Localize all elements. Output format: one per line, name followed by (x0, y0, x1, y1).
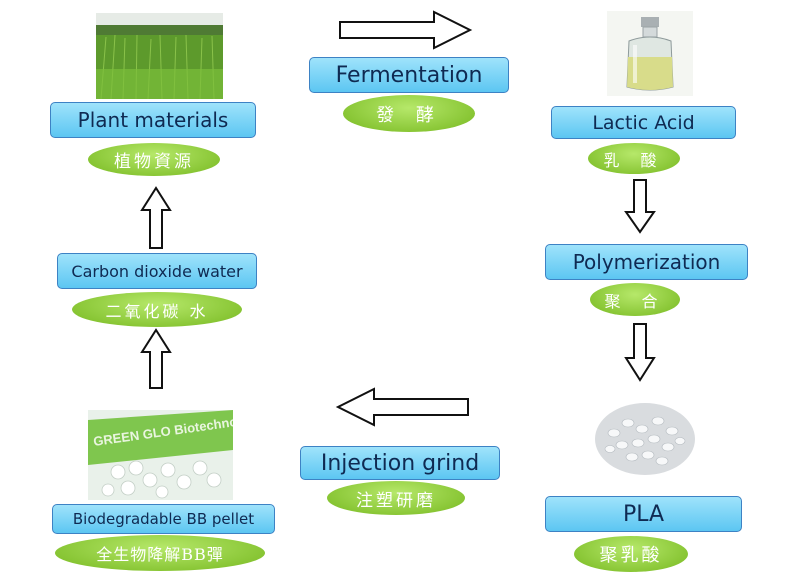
carbon-dioxide-water-label: Carbon dioxide water (57, 253, 257, 289)
plant-materials-chinese: 植物資源 (88, 143, 220, 176)
right-arrow-icon (339, 10, 473, 50)
plant-materials-label: Plant materials (50, 102, 256, 138)
bb-pellet-text: Biodegradable BB pellet (72, 510, 255, 528)
polymerization-text: Polymerization (572, 250, 721, 274)
carbon-dioxide-water-text: Carbon dioxide water (71, 261, 243, 281)
bb-pellet-photo: GREEN GLO Biotechnology (88, 410, 233, 500)
fermentation-label: Fermentation (309, 57, 509, 93)
lactic-acid-chinese: 乳 酸 (588, 143, 680, 174)
lactic-acid-label: Lactic Acid (551, 106, 736, 139)
pla-chinese: 聚乳酸 (574, 536, 688, 572)
down-arrow-icon (624, 179, 656, 234)
up-arrow-icon (140, 186, 172, 249)
fermentation-text: Fermentation (335, 62, 483, 88)
pla-label: PLA (545, 496, 742, 532)
injection-grind-label: Injection grind (300, 446, 500, 480)
injection-grind-text: Injection grind (320, 450, 480, 476)
pla-pellets-photo (592, 385, 698, 491)
lactic-acid-text: Lactic Acid (592, 111, 695, 134)
bb-pellet-chinese: 全生物降解BB彈 (55, 535, 265, 571)
plant-field-photo (96, 13, 223, 99)
lactic-acid-bottle-photo (607, 11, 693, 96)
carbon-dioxide-water-chinese: 二氧化碳 水 (72, 292, 242, 327)
pla-text: PLA (622, 501, 665, 527)
left-arrow-icon (335, 387, 469, 427)
up-arrow-icon (140, 328, 172, 389)
down-arrow-icon (624, 323, 656, 382)
plant-materials-text: Plant materials (77, 108, 229, 132)
injection-grind-chinese: 注塑研磨 (327, 481, 465, 515)
fermentation-chinese: 發 酵 (343, 95, 475, 132)
polymerization-label: Polymerization (545, 244, 748, 280)
polymerization-chinese: 聚 合 (590, 283, 680, 316)
bb-pellet-label: Biodegradable BB pellet (52, 504, 275, 534)
